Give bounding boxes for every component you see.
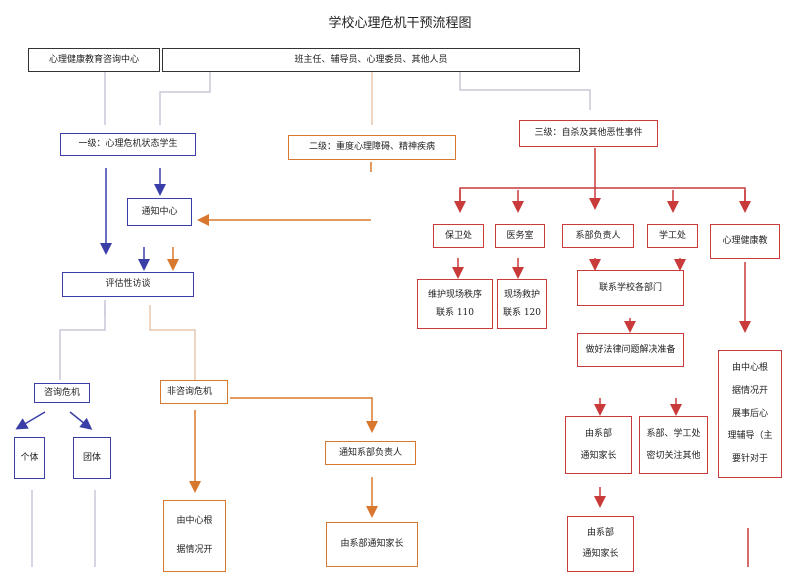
- clinic-task-line: 联系 120: [502, 307, 542, 318]
- level2-arrows: [167, 162, 378, 518]
- staff-box: 班主任、辅导员、心理委员、其他人员: [162, 48, 580, 72]
- security-box: 保卫处: [433, 224, 484, 248]
- legal-prep-box: 做好法律问题解决准备: [577, 333, 684, 367]
- center-followup-line: 理辅导（主: [727, 431, 773, 442]
- mh-education-box: 心理健康教: [710, 224, 780, 259]
- non-crisis-box: 非咨询危机: [160, 380, 228, 404]
- dept-notify-parents-c-box: 由系部通知家长: [326, 522, 418, 567]
- clinic-task-line: 现场救护: [503, 289, 540, 300]
- level2-box: 二级：重度心理障碍、精神疾病: [288, 135, 456, 160]
- notify-center-box: 通知中心: [127, 198, 192, 226]
- dept-notify-parents-line: 由系部: [584, 428, 612, 439]
- dept-notify-parents-b-line: 由系部: [586, 528, 614, 539]
- dept-notify-parents-box: 由系部 通知家长: [565, 416, 632, 474]
- clinic-box: 医务室: [495, 224, 545, 248]
- dept-notify-parents-line: 通知家长: [580, 450, 617, 461]
- faint-connectors: [31, 72, 591, 567]
- student-affairs-box: 学工处: [647, 224, 698, 248]
- clinic-task-box: 现场救护 联系 120: [497, 279, 547, 329]
- center-followup-line: 据情况开: [731, 385, 768, 396]
- individual-box: 个体: [14, 437, 45, 479]
- level3-arrows: [452, 148, 751, 567]
- assessment-box: 评估性访谈: [62, 272, 194, 297]
- page-title: 学校心理危机干预流程图: [328, 16, 472, 31]
- contact-depts-box: 联系学校各部门: [577, 270, 684, 306]
- notify-dept-head-box: 通知系部负责人: [325, 441, 416, 465]
- security-task-box: 维护现场秩序 联系 110: [417, 279, 493, 329]
- group-box: 团体: [73, 437, 111, 479]
- level1-box: 一级：心理危机状态学生: [60, 133, 196, 156]
- counseling-center-box: 心理健康教育咨询中心: [28, 48, 160, 72]
- center-followup-line: 由中心根: [731, 363, 768, 374]
- crisis-box: 咨询危机: [34, 383, 90, 403]
- dept-notify-parents-b-box: 由系部 通知家长: [567, 516, 634, 572]
- security-task-line: 联系 110: [435, 307, 475, 318]
- dept-sa-attention-line: 系部、学工处: [646, 428, 701, 439]
- center-followup-line: 展事后心: [731, 408, 768, 419]
- level1-arrows: [15, 168, 166, 430]
- dept-notify-parents-b-line: 通知家长: [582, 549, 619, 560]
- center-situation-line: 由中心根: [176, 516, 213, 527]
- security-task-line: 维护现场秩序: [427, 289, 482, 300]
- center-situation-line: 据情况开: [176, 545, 213, 556]
- dept-sa-attention-box: 系部、学工处 密切关注其他: [639, 416, 708, 474]
- level3-box: 三级：自杀及其他恶性事件: [519, 120, 658, 147]
- dept-sa-attention-line: 密切关注其他: [646, 450, 701, 461]
- center-followup-box: 由中心根 据情况开 展事后心 理辅导（主 要针对于: [718, 350, 782, 478]
- center-followup-line: 要针对于: [731, 454, 768, 465]
- dept-head-box: 系部负责人: [562, 224, 634, 248]
- center-situation-box: 由中心根 据情况开: [163, 500, 226, 572]
